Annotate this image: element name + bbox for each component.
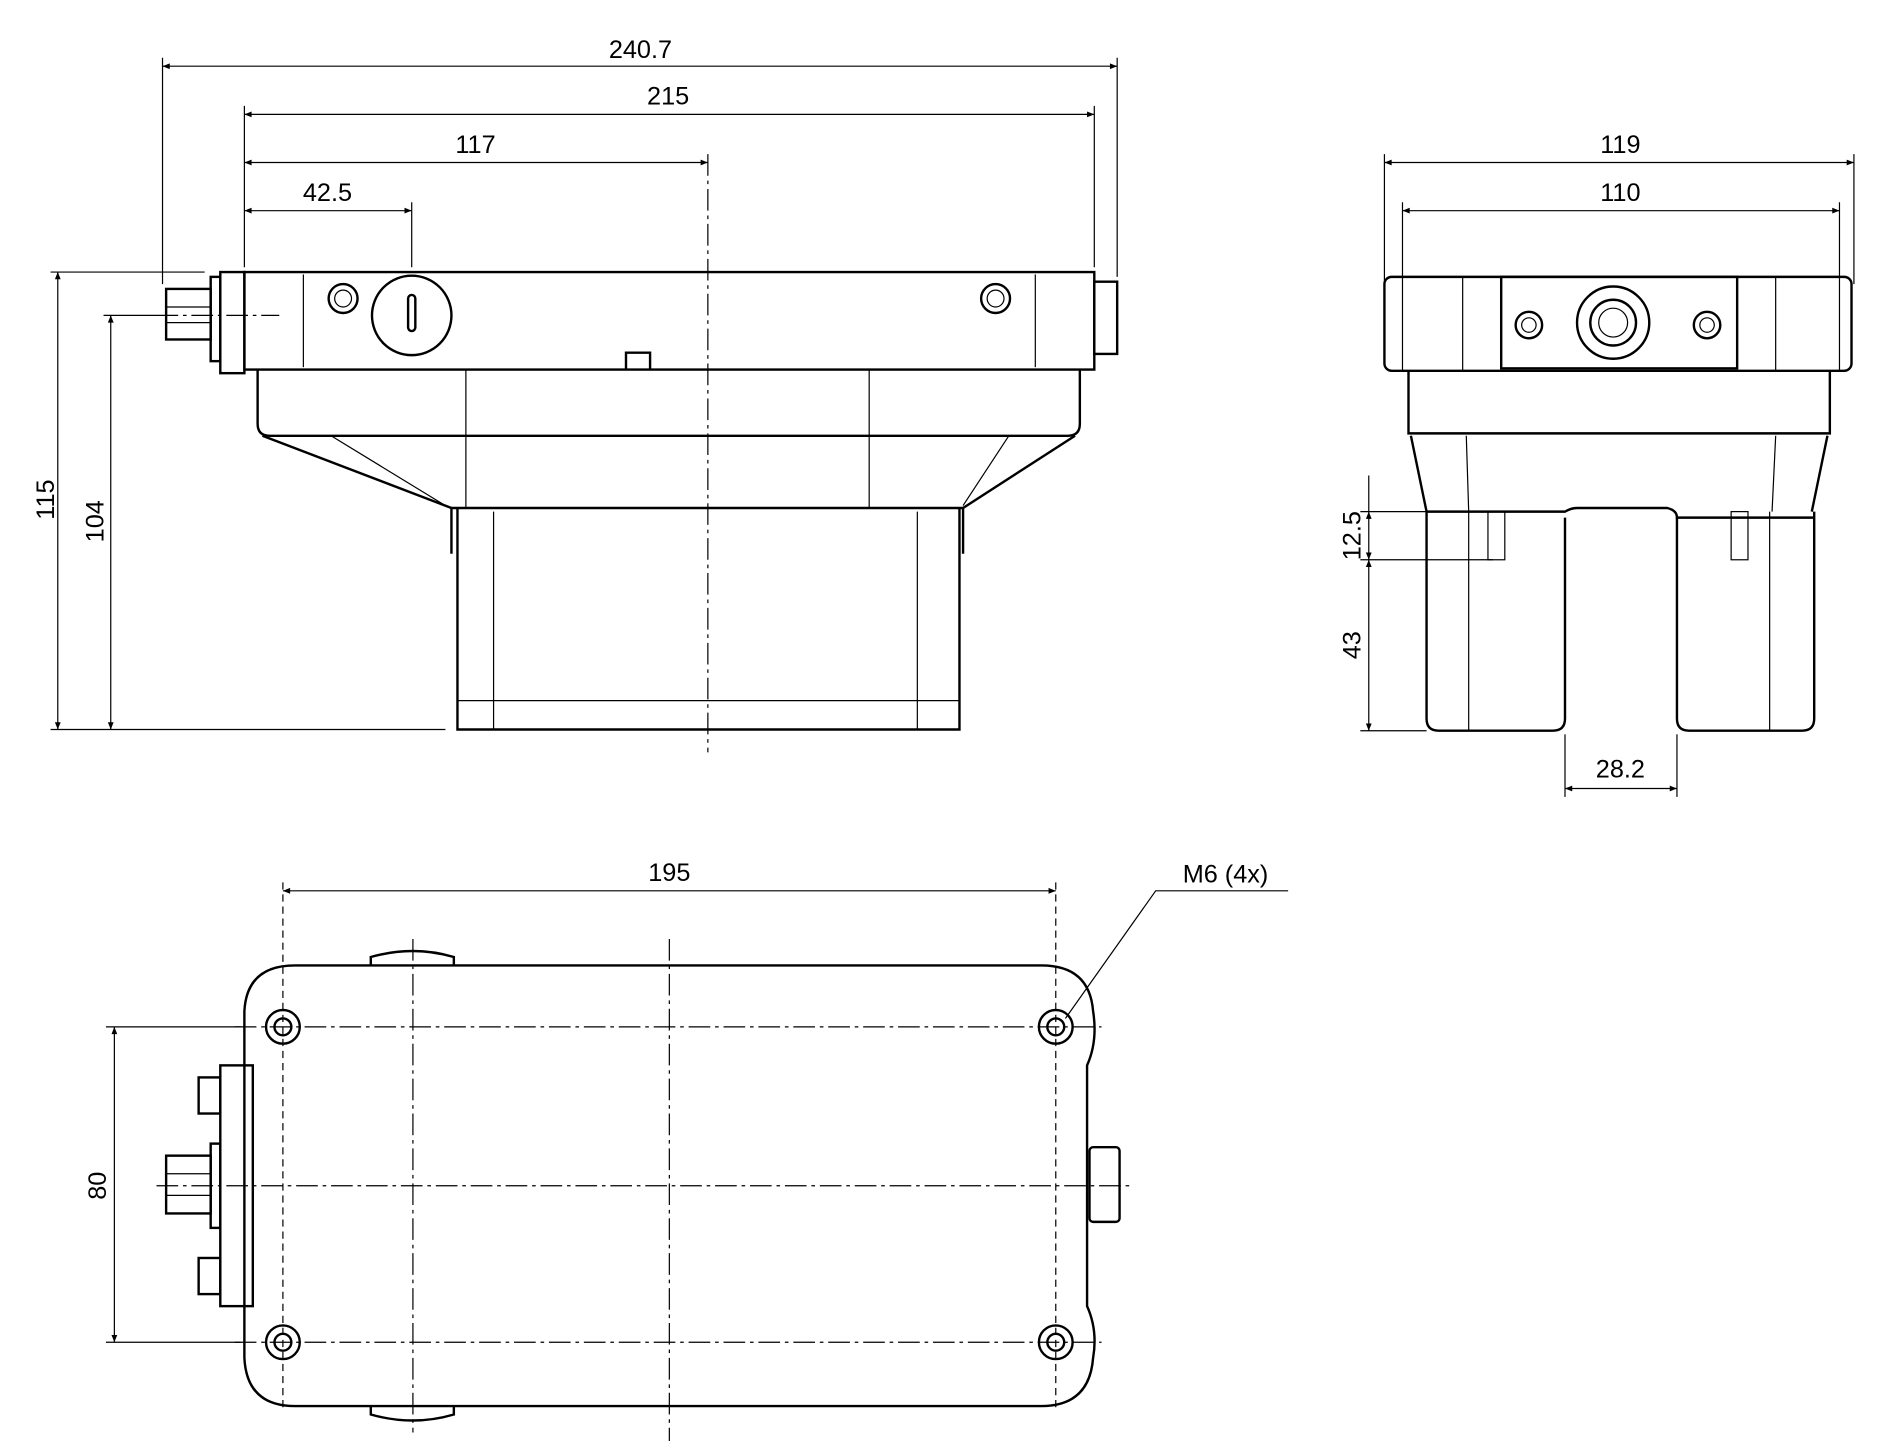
top-view: 195 80 M6 (4x) bbox=[84, 859, 1289, 1441]
screw-icon bbox=[327, 282, 359, 315]
top-view-outline bbox=[156, 938, 1132, 1441]
dim-axis-height: 104 bbox=[82, 500, 110, 542]
dim-overall-width: 119 bbox=[1600, 131, 1640, 159]
front-view-dimensions: 240.7 215 117 42.5 115 104 bbox=[32, 36, 1118, 731]
dim-body-length: 215 bbox=[647, 83, 689, 111]
side-view: 119 110 12.5 43 28.2 bbox=[1338, 131, 1855, 797]
dim-hole-spacing-x: 195 bbox=[648, 859, 690, 887]
connector-icon bbox=[1575, 285, 1651, 360]
dim-leg-height: 43 bbox=[1338, 631, 1366, 659]
front-view-outline bbox=[156, 154, 1119, 753]
cap-icon bbox=[370, 274, 453, 357]
dim-cap-offset: 42.5 bbox=[303, 179, 352, 207]
side-view-dimensions: 119 110 12.5 43 28.2 bbox=[1338, 131, 1855, 797]
dim-overall-height: 115 bbox=[32, 479, 60, 519]
dim-hole-spacing-y: 80 bbox=[84, 1172, 112, 1200]
callout-leader bbox=[1064, 890, 1289, 1019]
front-view: 240.7 215 117 42.5 115 104 bbox=[32, 36, 1119, 753]
thread-callout: M6 (4x) bbox=[1183, 860, 1269, 888]
screw-icon bbox=[979, 282, 1012, 315]
knob-icon bbox=[1088, 1146, 1121, 1224]
screw-icon bbox=[1692, 310, 1722, 340]
dim-slot-width: 28.2 bbox=[1596, 756, 1645, 784]
dim-body-width: 110 bbox=[1600, 179, 1640, 207]
dim-overall-length: 240.7 bbox=[609, 36, 672, 64]
side-view-outline bbox=[1383, 275, 1853, 732]
dim-center-offset: 117 bbox=[455, 131, 495, 159]
dim-slot-depth: 12.5 bbox=[1338, 511, 1366, 560]
top-view-dimensions: 195 80 M6 (4x) bbox=[84, 859, 1289, 1411]
screw-icon bbox=[1514, 310, 1544, 340]
